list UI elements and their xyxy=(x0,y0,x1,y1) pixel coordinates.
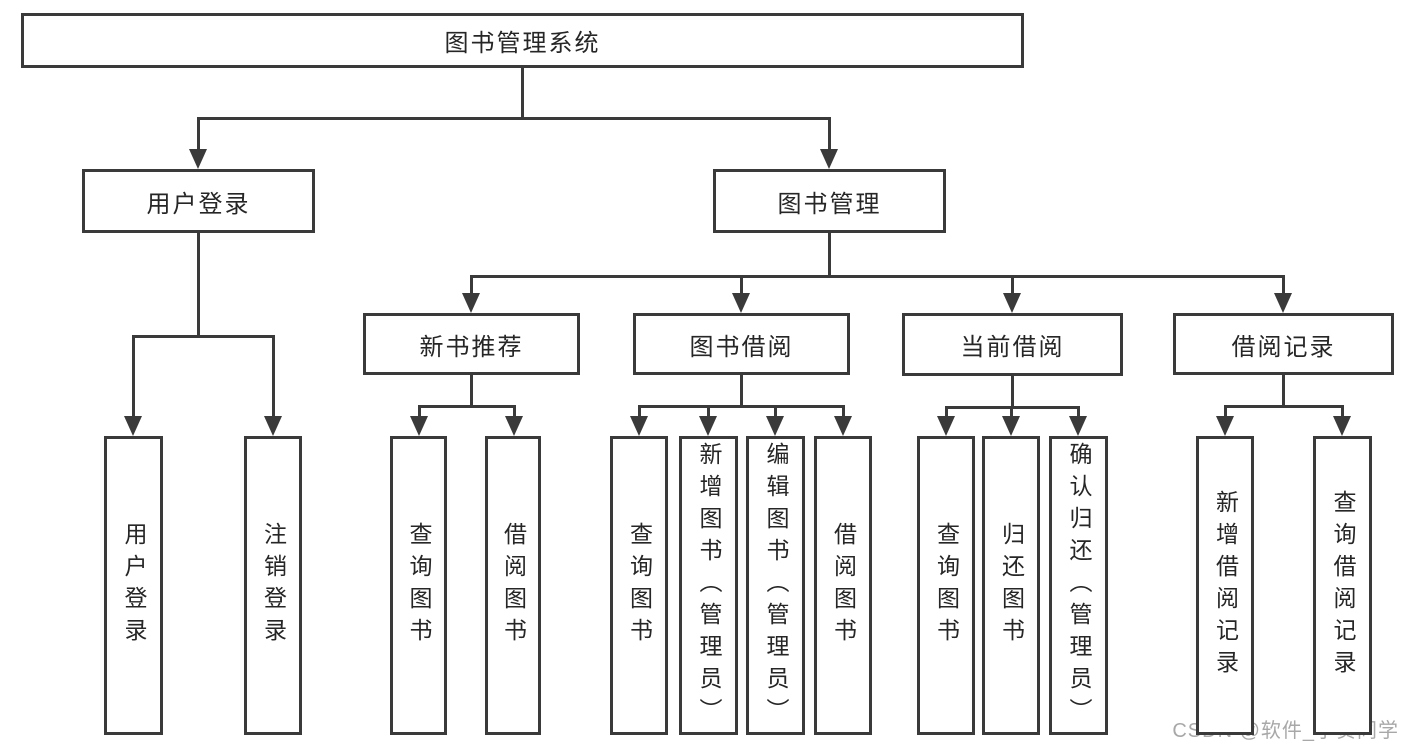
node-bb-add-book: 新增图书（管理员） xyxy=(679,436,738,735)
connector-line xyxy=(1281,274,1285,293)
node-bb-edit-book: 编辑图书（管理员） xyxy=(746,436,805,735)
node-user-login: 用户登录 xyxy=(82,169,315,233)
connector-line xyxy=(196,116,831,120)
arrow-down-icon xyxy=(732,293,750,313)
connector-line xyxy=(196,116,200,149)
arrow-down-icon xyxy=(1069,416,1087,436)
connector-line xyxy=(1010,374,1014,407)
arrow-down-icon xyxy=(937,416,955,436)
node-cb-confirm-return: 确认归还（管理员） xyxy=(1049,436,1108,735)
connector-line xyxy=(469,373,473,406)
connector-line xyxy=(417,404,516,408)
arrow-down-icon xyxy=(834,416,852,436)
connector-line xyxy=(841,404,845,416)
connector-line xyxy=(520,66,524,118)
arrow-down-icon xyxy=(264,416,282,436)
node-bb-borrow-book: 借阅图书 xyxy=(814,436,872,735)
node-user-login-action: 用户登录 xyxy=(104,436,163,735)
node-nb-query-book: 查询图书 xyxy=(390,436,447,735)
arrow-down-icon xyxy=(766,416,784,436)
arrow-down-icon xyxy=(189,149,207,169)
connector-line xyxy=(637,404,845,408)
node-book-borrow: 图书借阅 xyxy=(633,313,850,375)
connector-line xyxy=(469,274,473,293)
connector-line xyxy=(706,404,710,416)
connector-line xyxy=(1010,274,1014,293)
arrow-down-icon xyxy=(124,416,142,436)
connector-line xyxy=(739,373,743,406)
node-logout-action: 注销登录 xyxy=(244,436,302,735)
connector-line xyxy=(512,404,516,416)
node-root: 图书管理系统 xyxy=(21,13,1024,68)
connector-line xyxy=(739,274,743,293)
node-new-book-recommend: 新书推荐 xyxy=(363,313,580,375)
connector-line xyxy=(1223,404,1227,416)
arrow-down-icon xyxy=(1216,416,1234,436)
node-br-add-record: 新增借阅记录 xyxy=(1196,436,1254,735)
arrow-down-icon xyxy=(410,416,428,436)
connector-line xyxy=(827,116,831,149)
connector-line xyxy=(1340,404,1344,416)
connector-line xyxy=(944,405,948,416)
connector-line xyxy=(131,334,135,416)
node-borrow-records: 借阅记录 xyxy=(1173,313,1394,375)
node-current-borrow: 当前借阅 xyxy=(902,313,1123,376)
connector-line xyxy=(1009,405,1013,416)
node-book-management: 图书管理 xyxy=(713,169,946,233)
connector-line xyxy=(417,404,421,416)
connector-line xyxy=(773,404,777,416)
arrow-down-icon xyxy=(699,416,717,436)
connector-line xyxy=(1076,405,1080,416)
arrow-down-icon xyxy=(1003,293,1021,313)
arrow-down-icon xyxy=(630,416,648,436)
connector-line xyxy=(637,404,641,416)
connector-line xyxy=(1281,373,1285,406)
node-cb-return-book: 归还图书 xyxy=(982,436,1040,735)
arrow-down-icon xyxy=(462,293,480,313)
connector-line xyxy=(271,334,275,416)
node-nb-borrow-book: 借阅图书 xyxy=(485,436,541,735)
connector-line xyxy=(469,274,1285,278)
arrow-down-icon xyxy=(505,416,523,436)
connector-line xyxy=(827,231,831,276)
node-bb-query-book: 查询图书 xyxy=(610,436,668,735)
node-cb-query-book: 查询图书 xyxy=(917,436,975,735)
connector-line xyxy=(1223,404,1344,408)
arrow-down-icon xyxy=(1002,416,1020,436)
connector-line xyxy=(196,231,200,336)
connector-line xyxy=(131,334,275,338)
arrow-down-icon xyxy=(1333,416,1351,436)
node-br-query-record: 查询借阅记录 xyxy=(1313,436,1372,735)
arrow-down-icon xyxy=(1274,293,1292,313)
arrow-down-icon xyxy=(820,149,838,169)
